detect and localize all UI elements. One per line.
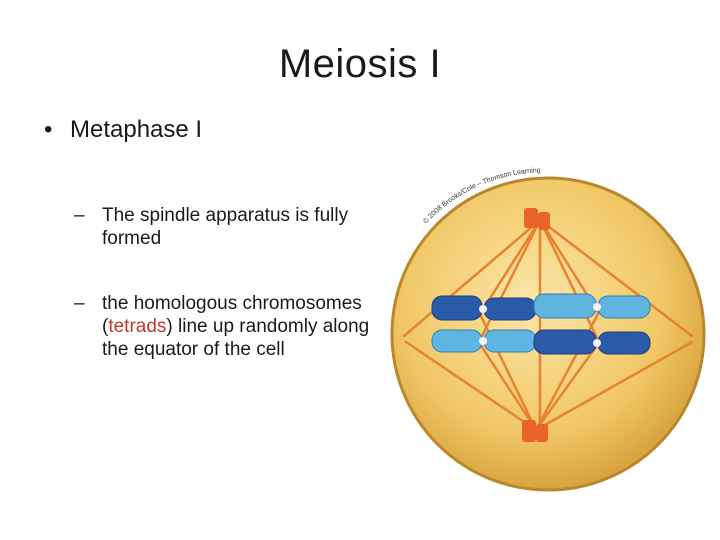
sub-bullet-text: The spindle apparatus is fully formed	[102, 205, 349, 249]
sub-bullet-marker: –	[74, 293, 85, 314]
chromosome	[431, 295, 537, 321]
text-part-pre: the homologous chromosomes (	[102, 293, 362, 337]
spindle-fibers	[402, 218, 694, 432]
centromere	[593, 303, 601, 311]
highlight-tetrads: tetrads	[108, 316, 167, 337]
centromere	[479, 305, 487, 313]
chromosome	[533, 293, 651, 319]
homologous-pair-right	[533, 293, 651, 355]
cell-membrane	[390, 176, 706, 492]
metaphase-cell-illustration: © 2008 Brooks/Cole – Thomson Learning	[390, 167, 706, 492]
centriole-bottom	[522, 420, 548, 442]
text-part-post: ) line up randomly along the equator of …	[102, 316, 370, 360]
bullet-text: Metaphase I	[70, 116, 203, 143]
sub-bullet-marker: –	[74, 205, 85, 226]
sub-bullet-homologous: – the homologous chromosomes (tetrads) l…	[74, 292, 374, 361]
sub-bullet-text: the homologous chromosomes (tetrads) lin…	[102, 292, 374, 361]
homologous-pair-left	[431, 295, 537, 353]
bullet-metaphase: • Metaphase I	[44, 116, 202, 144]
sub-bullet-spindle: – The spindle apparatus is fully formed	[74, 204, 374, 250]
chromosome	[533, 329, 651, 355]
centromere	[593, 339, 601, 347]
slide-title: Meiosis I	[278, 42, 442, 86]
centriole-top	[524, 208, 550, 230]
centromere	[479, 337, 487, 345]
bullet-marker: •	[44, 116, 53, 143]
